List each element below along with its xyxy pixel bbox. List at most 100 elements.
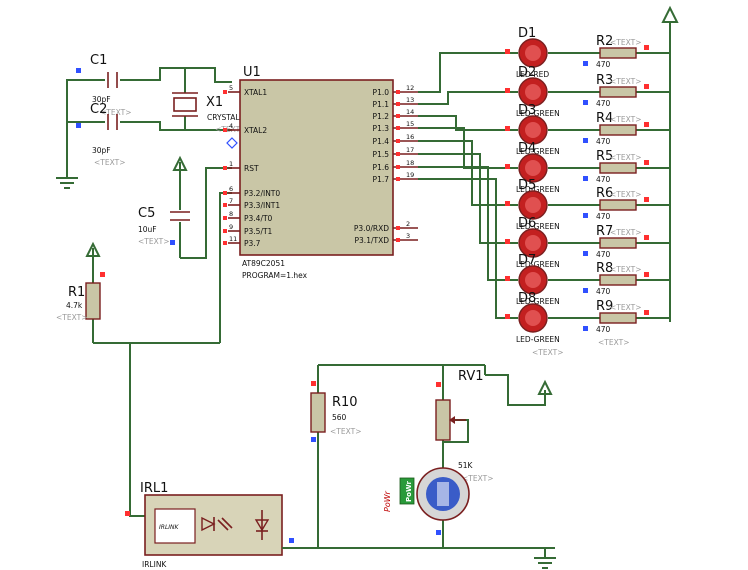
u1-program: PROGRAM=1.hex [242, 271, 308, 280]
resistor-r1[interactable]: R1 4.7k <TEXT> [56, 282, 101, 322]
u1-pin-number: 9 [229, 223, 233, 231]
resistor-placeholder: <TEXT> [610, 303, 641, 312]
capacitor-c5[interactable]: C5 10uF <TEXT> [138, 206, 190, 246]
pin-marker [223, 128, 227, 132]
led-trace [418, 166, 518, 281]
resistor-body [599, 124, 637, 136]
pin-marker [396, 90, 400, 94]
led-value: LED-RED [516, 70, 549, 79]
rv1-ref: RV1 [458, 369, 484, 384]
u1-pin-number: 3 [406, 232, 410, 240]
pin-marker [396, 102, 400, 106]
c5-ref: C5 [138, 206, 155, 221]
u1-pin-number: 16 [406, 133, 414, 141]
pin-marker [396, 139, 400, 143]
resistor-body [599, 86, 637, 98]
u1-pin-number: 14 [406, 108, 414, 116]
potentiometer-rv1[interactable]: RV1 51K <TEXT> [435, 369, 493, 483]
u1-pin-number: 13 [406, 96, 414, 104]
resistor-value: 470 [596, 137, 611, 146]
pin-marker [583, 61, 588, 66]
capacitor-c1[interactable]: C1 30pF <TEXT> [90, 53, 131, 117]
pin-marker [644, 197, 649, 202]
u1-pin-number: 12 [406, 84, 414, 92]
u1-pin-name-p3-7: P3.7 [244, 239, 261, 248]
led-value: LED-GREEN [516, 185, 560, 194]
u1-pin-name-p1-5: P1.5 [373, 150, 390, 159]
u1-pin-name-p1-6: P1.6 [373, 163, 390, 172]
led-ref: D2 [518, 65, 536, 80]
ground-symbol-bottom [534, 548, 556, 569]
c1-placeholder: <TEXT> [100, 108, 131, 117]
resistor-placeholder: <TEXT> [610, 77, 641, 86]
microcontroller-u1[interactable]: U1 AT89C2051 PROGRAM=1.hex XTAL15XTAL24R… [223, 65, 418, 280]
rst-wiring [179, 167, 232, 259]
pin-marker [505, 164, 510, 169]
led-highlight [525, 272, 541, 288]
crystal-x1[interactable]: X1 CRYSTAL <TEXT> [172, 92, 246, 134]
resistor-value: 470 [596, 99, 611, 108]
resistor-placeholder: <TEXT> [610, 38, 641, 47]
pin-marker [223, 229, 227, 233]
irlink-irl1[interactable]: IRLINK IRL1 IRLINK [140, 481, 283, 569]
u1-pin-number: 2 [406, 220, 410, 228]
c2-placeholder: <TEXT> [94, 158, 125, 167]
pin-marker [311, 437, 316, 442]
vcc-symbol-top-right [661, 5, 679, 322]
capacitor-c2[interactable]: C2 30pF <TEXT> [90, 102, 125, 167]
pin-marker [223, 241, 227, 245]
u1-pin-number: 8 [229, 210, 233, 218]
pin-marker [76, 123, 81, 128]
pin-marker [644, 45, 649, 50]
vcc-symbol-rst [172, 155, 188, 192]
pin-marker [396, 177, 400, 181]
dc-motor[interactable]: PoWr PoWr [383, 467, 470, 521]
c2-value: 30pF [92, 146, 111, 155]
u1-pin-number: 7 [229, 197, 233, 205]
pin-marker [76, 68, 81, 73]
resistor-value: 470 [596, 250, 611, 259]
u1-pin-name-p3-1-txd: P3.1/TXD [355, 236, 390, 245]
led-value: LED-GREEN [516, 147, 560, 156]
pin-marker [583, 288, 588, 293]
u1-pin-number: 17 [406, 146, 414, 154]
resistor-value: 470 [596, 60, 611, 69]
motor-side-label: PoWr [383, 491, 392, 512]
u1-pin-name-p3-2-int0: P3.2/INT0 [244, 189, 280, 198]
c1-ref: C1 [90, 53, 107, 68]
pin-marker [396, 226, 400, 230]
u1-pin-name-p3-4-t0: P3.4/T0 [244, 214, 273, 223]
led-value: LED-GREEN [516, 297, 560, 306]
u1-pin-name-xtal1: XTAL1 [244, 88, 267, 97]
led-trace [418, 140, 518, 206]
resistor-r10[interactable]: R10 560 <TEXT> [310, 392, 361, 436]
pin-marker [223, 203, 227, 207]
pin-marker [644, 160, 649, 165]
led-value: LED-GREEN [516, 222, 560, 231]
resistor-placeholder: <TEXT> [610, 228, 641, 237]
u1-pin-name-rst: RST [244, 164, 259, 173]
resistor-body [599, 162, 637, 174]
u1-pin-name-p3-5-t1: P3.5/T1 [244, 227, 273, 236]
u1-pin-number: 5 [229, 84, 233, 92]
x1-value: CRYSTAL [207, 113, 240, 122]
led-d8-placeholder: <TEXT> [532, 348, 563, 357]
